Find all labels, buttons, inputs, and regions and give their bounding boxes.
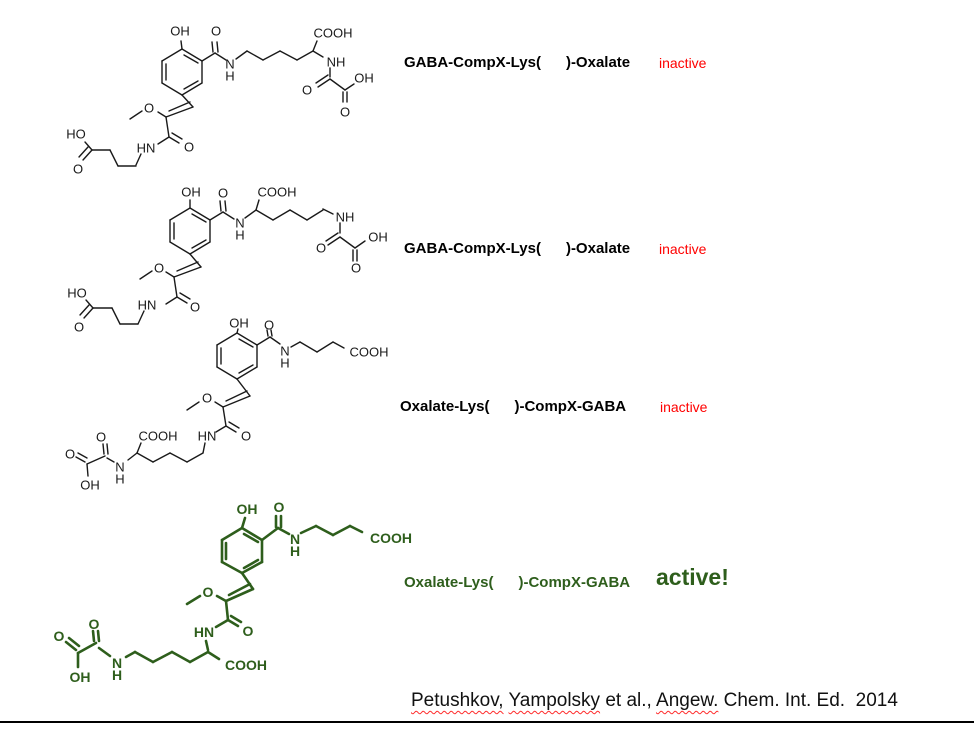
- atom-label: O: [302, 83, 312, 98]
- citation-text: Chem. Int. Ed. 2014: [718, 690, 898, 711]
- atom-label: O: [144, 101, 154, 116]
- compound-name-1: GABA-CompX-Lys( )-Oxalate: [404, 54, 631, 71]
- atom-label: OH: [70, 669, 91, 685]
- atom-label: O: [274, 499, 285, 515]
- atom-label: O: [211, 24, 221, 39]
- status-label-3: inactive: [660, 399, 708, 415]
- atom-label: COOH: [258, 185, 297, 200]
- atom-label: NH: [336, 210, 355, 225]
- atom-label: H: [112, 667, 122, 683]
- atom-label: COOH: [350, 345, 389, 360]
- atom-label: OH: [354, 71, 374, 86]
- status-label-4: active!: [656, 564, 729, 590]
- atom-label: O: [89, 616, 100, 632]
- atom-label: H: [225, 69, 234, 84]
- atom-label: O: [184, 140, 194, 155]
- atom-label: O: [351, 261, 361, 276]
- citation-word-misspelled: Angew.: [656, 690, 719, 711]
- atom-label: HN: [137, 141, 156, 156]
- atom-label: COOH: [139, 429, 178, 444]
- atom-label: O: [74, 320, 84, 335]
- atom-label: COOH: [225, 657, 267, 673]
- atom-label: HN: [198, 429, 217, 444]
- atom-label: HN: [138, 298, 157, 313]
- atom-label: HN: [194, 624, 214, 640]
- citation-text: et al.,: [600, 690, 657, 711]
- atom-label: O: [96, 430, 106, 445]
- atom-label: O: [340, 105, 350, 120]
- atom-label: N: [280, 344, 289, 359]
- atom-label: N: [112, 655, 122, 671]
- status-label-2: inactive: [659, 241, 707, 257]
- citation: Petushkov, Yampolsky et al., Angew. Chem…: [411, 690, 898, 712]
- atom-label: N: [225, 57, 234, 72]
- atom-label: H: [115, 472, 124, 487]
- atom-label: H: [235, 228, 244, 243]
- atom-label: O: [54, 628, 65, 644]
- atom-label: OH: [80, 478, 100, 493]
- compound-name-4: Oxalate-Lys( )-CompX-GABA: [404, 574, 631, 591]
- atom-label: COOH: [314, 26, 353, 41]
- atom-label: H: [290, 543, 300, 559]
- atom-label: OH: [368, 230, 388, 245]
- citation-word-misspelled: Yampolsky: [508, 690, 601, 711]
- atom-label: O: [154, 261, 164, 276]
- atom-label: O: [203, 584, 214, 600]
- atom-label: O: [218, 186, 228, 201]
- atom-label: NH: [327, 55, 346, 70]
- atom-label: O: [73, 162, 83, 177]
- bottom-divider: [0, 721, 974, 723]
- status-label-1: inactive: [659, 55, 707, 71]
- atom-label: OH: [181, 185, 201, 200]
- atom-label: OH: [170, 24, 190, 39]
- atom-label: N: [235, 216, 244, 231]
- atom-label: O: [65, 447, 75, 462]
- compound-name-2: GABA-CompX-Lys( )-Oxalate: [404, 240, 631, 257]
- citation-word-misspelled: Petushkov,: [411, 690, 504, 711]
- atom-label: OH: [229, 316, 249, 331]
- atom-label: HO: [67, 286, 87, 301]
- atom-label: OH: [237, 501, 258, 517]
- atom-label: O: [264, 318, 274, 333]
- compound-name-3: Oxalate-Lys( )-CompX-GABA: [400, 398, 627, 415]
- atom-label: H: [280, 356, 289, 371]
- atom-label: N: [290, 531, 300, 547]
- atom-label: HO: [66, 127, 86, 142]
- atom-label: O: [202, 391, 212, 406]
- atom-label: O: [190, 300, 200, 315]
- atom-label: O: [316, 241, 326, 256]
- atom-label: COOH: [370, 530, 412, 546]
- atom-label: O: [243, 623, 254, 639]
- atom-label: O: [241, 429, 251, 444]
- atom-label: N: [115, 460, 124, 475]
